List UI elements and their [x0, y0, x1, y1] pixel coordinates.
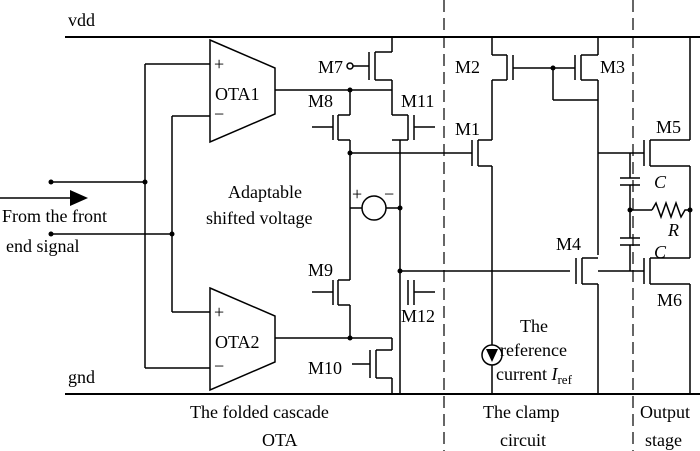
shift-minus: −: [384, 184, 394, 204]
section-cascade-1: The folded cascade: [190, 402, 329, 422]
section-cascade-2: OTA: [262, 430, 298, 450]
section-clamp-2: circuit: [500, 430, 546, 450]
label-m5: M5: [656, 117, 681, 137]
ota2-label: OTA2: [215, 332, 260, 352]
capacitor-bottom-label: C: [654, 242, 667, 262]
ota2-block: [209, 286, 276, 392]
label-m1: M1: [455, 119, 480, 139]
reference-label-2: reference: [500, 340, 567, 360]
ota1-plus: +: [214, 54, 224, 74]
ota1-minus: −: [214, 104, 224, 124]
label-m3: M3: [600, 57, 625, 77]
resistor-icon: [651, 200, 690, 220]
shift-label-1: Adaptable: [228, 182, 302, 202]
reference-label-3: current Iref: [496, 364, 573, 387]
section-clamp-1: The clamp: [483, 402, 559, 422]
label-m4: M4: [556, 234, 581, 254]
label-m8: M8: [308, 91, 333, 111]
label-m9: M9: [308, 260, 333, 280]
label-m12: M12: [401, 306, 435, 326]
label-m11: M11: [401, 91, 434, 111]
shift-label-2: shifted voltage: [206, 208, 312, 228]
input-label-2: end signal: [6, 236, 80, 256]
section-output-1: Output: [640, 402, 690, 422]
input-label-1: From the front: [2, 206, 107, 226]
ota1-block: [209, 38, 276, 144]
label-m10: M10: [308, 358, 342, 378]
shift-plus: +: [352, 184, 362, 204]
reference-label-1: The: [520, 316, 548, 336]
section-output-2: stage: [645, 430, 682, 450]
ota2-minus: −: [214, 356, 224, 376]
ota1-label: OTA1: [215, 84, 260, 104]
shift-source-icon: [361, 195, 387, 221]
ota2-plus: +: [214, 302, 224, 322]
resistor-label: R: [667, 220, 679, 240]
label-m6: M6: [657, 290, 682, 310]
label-m7: M7: [318, 57, 343, 77]
gnd-label: gnd: [68, 367, 95, 387]
vdd-label: vdd: [68, 10, 95, 30]
label-m2: M2: [455, 57, 480, 77]
input-arrow-icon: [70, 190, 88, 206]
capacitor-top-label: C: [654, 172, 667, 192]
